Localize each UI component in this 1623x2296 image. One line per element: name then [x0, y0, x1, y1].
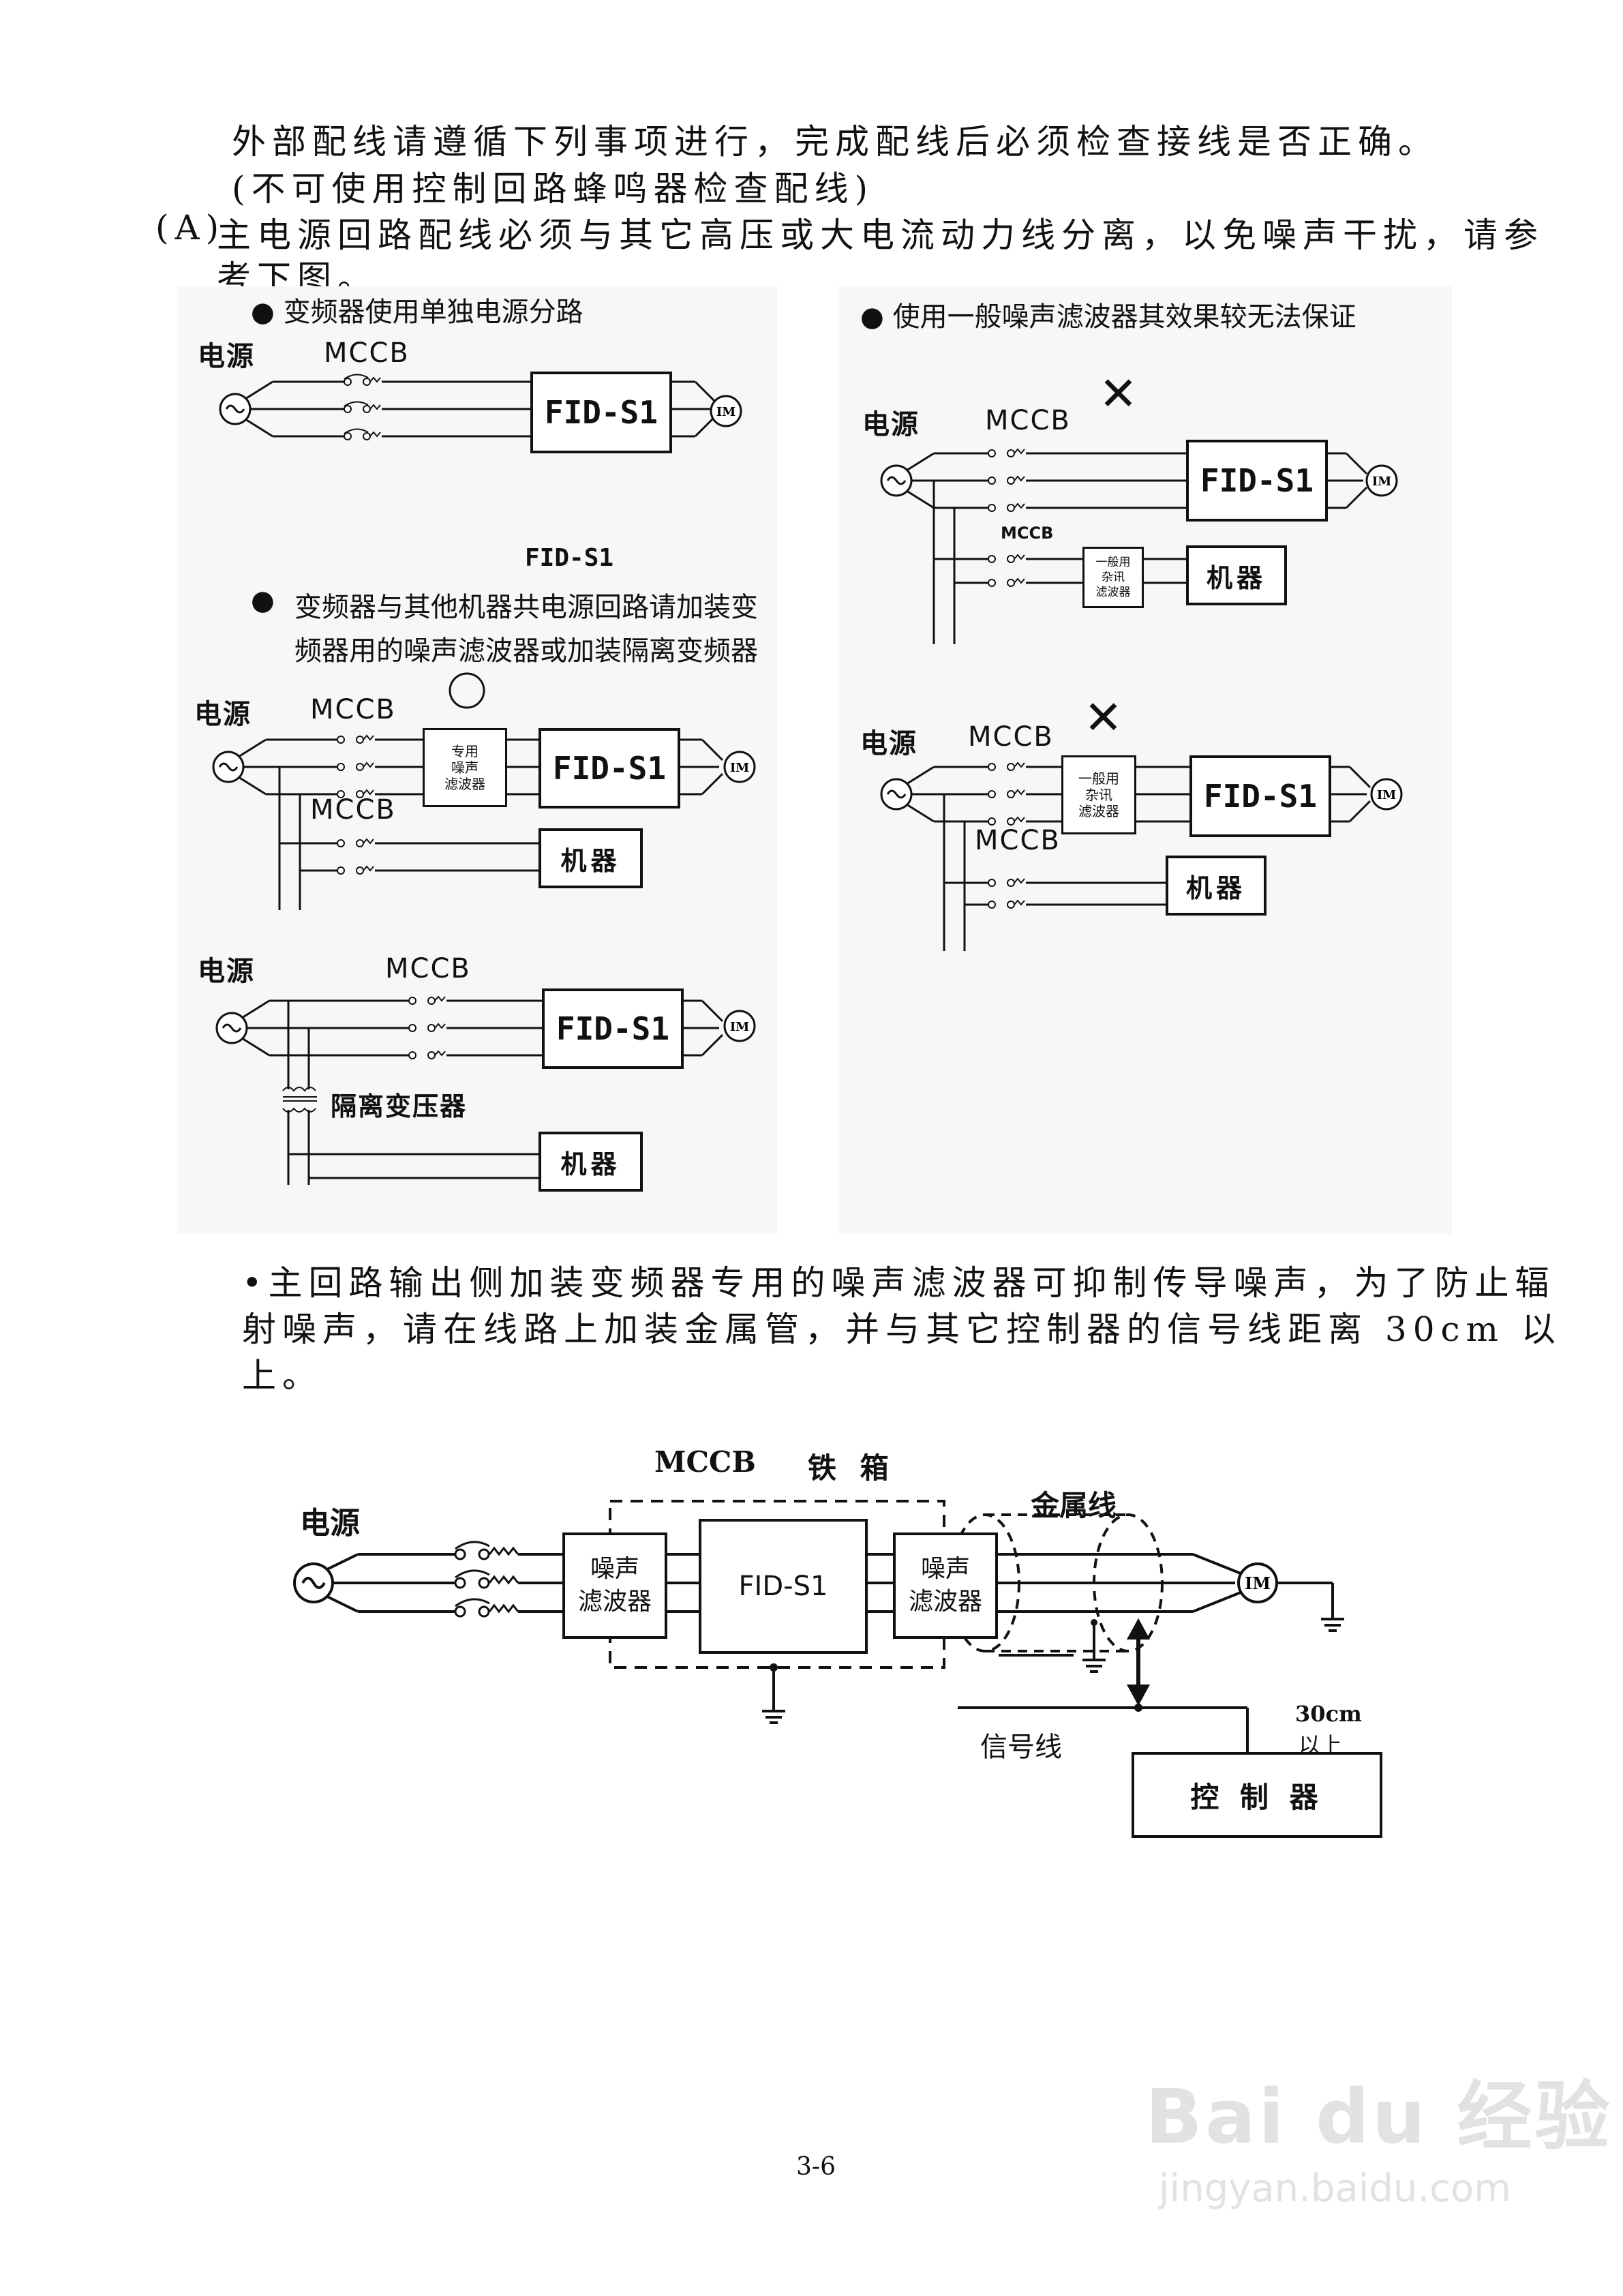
l2-filter-text-1: 专用 — [451, 743, 479, 759]
l3-mccb-label: MCCB — [385, 953, 471, 984]
r2-motor-icon: IM — [1370, 778, 1403, 811]
note-line-2: 射噪声，请在线路上加装金属管，并与其它控制器的信号线距离 30cm 以 — [242, 1310, 1562, 1349]
bottom-filter-box-out: 噪声 滤波器 — [893, 1532, 998, 1639]
l2-wiring — [212, 734, 724, 910]
bottom-mccb-title: MCCB — [654, 1445, 756, 1479]
l1-wiring — [219, 374, 717, 440]
r2-filter-text-2: 杂讯 — [1085, 787, 1112, 803]
l2-mccb-label-2: MCCB — [310, 794, 396, 826]
l2-inverter-box: FID-S1 — [539, 728, 680, 809]
l1-inverter-label: FID-S1 — [544, 394, 658, 431]
watermark-logo: Bai du 经验 — [1145, 2073, 1613, 2160]
r1-filter-text-3: 滤波器 — [1095, 586, 1131, 599]
r2-machine-box: 机器 — [1166, 856, 1266, 916]
r1-inverter-box: FID-S1 — [1186, 440, 1328, 522]
r1-machine-label: 机器 — [1206, 562, 1266, 593]
r2-wiring — [880, 761, 1371, 951]
bottom-controller-label: 控 制 器 — [1190, 1780, 1324, 1814]
ng-cross-mark-2: ✕ — [1084, 691, 1123, 745]
l2-filter-text-3: 滤波器 — [444, 776, 485, 792]
l2-machine-box: 机器 — [539, 828, 643, 888]
ok-circle-mark — [449, 672, 485, 709]
r2-mccb-label-2: MCCB — [975, 825, 1061, 856]
left-bullet-2-line-2: 频器用的噪声滤波器或加装隔离变频器 — [294, 635, 758, 667]
r1-inverter-label: FID-S1 — [1200, 462, 1314, 499]
bottom-box-title: 铁 箱 — [808, 1451, 896, 1485]
svg-text:IM: IM — [716, 405, 735, 419]
bottom-inverter-label: FID-S1 — [738, 1571, 828, 1602]
left-bullet-1-text: 变频器使用单独电源分路 — [283, 297, 583, 328]
l1-inverter-box: FID-S1 — [530, 372, 672, 453]
left-bullet-2-line-1: 变频器与其他机器共电源回路请加装变 — [294, 592, 758, 623]
l1-mccb-label: MCCB — [324, 337, 410, 369]
l2-power-label: 电源 — [194, 699, 252, 730]
r1-power-label: 电源 — [862, 409, 920, 440]
left-caption: FID-S1 — [525, 544, 614, 572]
right-bullet: ● 使用一般噪声滤波器其效果较无法保证 — [860, 301, 1356, 333]
r2-machine-label: 机器 — [1185, 873, 1246, 903]
bottom-wiring: IM — [293, 1500, 1344, 1752]
l2-mccb-label: MCCB — [310, 694, 396, 725]
r1-machine-box: 机器 — [1186, 545, 1287, 605]
bottom-filter-box-in: 噪声 滤波器 — [562, 1532, 667, 1639]
r1-motor-icon: IM — [1365, 464, 1398, 497]
bottom-distance-value: 30cm — [1295, 1701, 1362, 1727]
r2-mccb-label: MCCB — [968, 721, 1054, 753]
l1-motor-icon: IM — [710, 395, 742, 427]
svg-text:IM: IM — [730, 1020, 749, 1034]
bottom-controller-box: 控 制 器 — [1132, 1752, 1382, 1838]
r1-general-filter-box: 一般用 杂讯 滤波器 — [1082, 547, 1144, 608]
l2-dedicated-filter-box: 专用 噪声 滤波器 — [423, 728, 507, 807]
r2-filter-text-3: 滤波器 — [1078, 803, 1119, 819]
svg-text:IM: IM — [1245, 1573, 1271, 1593]
item-a-line-1: 主电源回路配线必须与其它高压或大电流动力线分离，以免噪声干扰，请参 — [217, 215, 1544, 255]
bottom-metal-label: 金属线 — [1031, 1489, 1117, 1522]
l3-inverter-label: FID-S1 — [556, 1010, 670, 1047]
l3-machine-label: 机器 — [560, 1149, 621, 1179]
bottom-filter-in-text-1: 噪声 — [590, 1555, 639, 1583]
r1-mccb-label: MCCB — [985, 405, 1071, 436]
l2-inverter-label: FID-S1 — [552, 750, 667, 787]
svg-text:IM: IM — [730, 761, 749, 775]
svg-text:IM: IM — [1372, 474, 1391, 489]
r2-inverter-label: FID-S1 — [1203, 778, 1318, 815]
note-line-3: 上。 — [242, 1356, 322, 1395]
l2-motor-icon: IM — [723, 751, 756, 783]
svg-text:IM: IM — [1377, 788, 1396, 802]
l3-inverter-box: FID-S1 — [542, 988, 684, 1069]
page-number: 3-6 — [796, 2153, 836, 2181]
bottom-inverter-box: FID-S1 — [699, 1519, 868, 1654]
r2-power-label: 电源 — [860, 728, 917, 759]
r1-mccb-label-2: MCCB — [1001, 524, 1054, 543]
r1-filter-text-1: 一般用 — [1095, 556, 1131, 569]
bottom-signal-label: 信号线 — [980, 1732, 1062, 1763]
intro-line-1: 外部配线请遵循下列事项进行，完成配线后必须检查接线是否正确。 — [232, 122, 1438, 162]
watermark-url: jingyan.baidu.com — [1159, 2166, 1511, 2211]
note-line-1: •主回路输出侧加装变频器专用的噪声滤波器可抑制传导噪声，为了防止辐 — [242, 1263, 1556, 1303]
r2-general-filter-box: 一般用 杂讯 滤波器 — [1061, 755, 1136, 834]
right-bullet-text: 使用一般噪声滤波器其效果较无法保证 — [892, 301, 1356, 333]
l3-transformer-label: 隔离变压器 — [331, 1091, 468, 1121]
intro-line-2: (不可使用控制回路蜂鸣器检查配线) — [232, 169, 875, 209]
right-figure-panel — [838, 286, 1452, 1234]
item-a-marker: (A) — [155, 208, 226, 247]
bottom-filter-out-text-2: 滤波器 — [908, 1588, 982, 1616]
l2-filter-text-2: 噪声 — [451, 759, 479, 776]
l1-power-label: 电源 — [198, 341, 255, 372]
bottom-filter-out-text-1: 噪声 — [920, 1555, 970, 1583]
l3-power-label: 电源 — [198, 956, 255, 987]
r1-filter-text-2: 杂讯 — [1102, 571, 1125, 584]
ng-cross-mark-1: ✕ — [1099, 367, 1138, 421]
r2-filter-text-1: 一般用 — [1078, 770, 1119, 787]
l3-wiring — [215, 995, 724, 1185]
left-bullet-1: ● 变频器使用单独电源分路 — [251, 297, 583, 328]
r2-inverter-box: FID-S1 — [1189, 755, 1331, 837]
bottom-power-label: 电源 — [300, 1506, 360, 1541]
l2-machine-label: 机器 — [560, 845, 621, 876]
r1-wiring — [880, 448, 1368, 644]
left-bullet-2-dot: ● — [251, 585, 275, 616]
bottom-filter-in-text-2: 滤波器 — [577, 1588, 652, 1616]
l3-machine-box: 机器 — [539, 1132, 643, 1192]
l3-motor-icon: IM — [723, 1010, 756, 1042]
